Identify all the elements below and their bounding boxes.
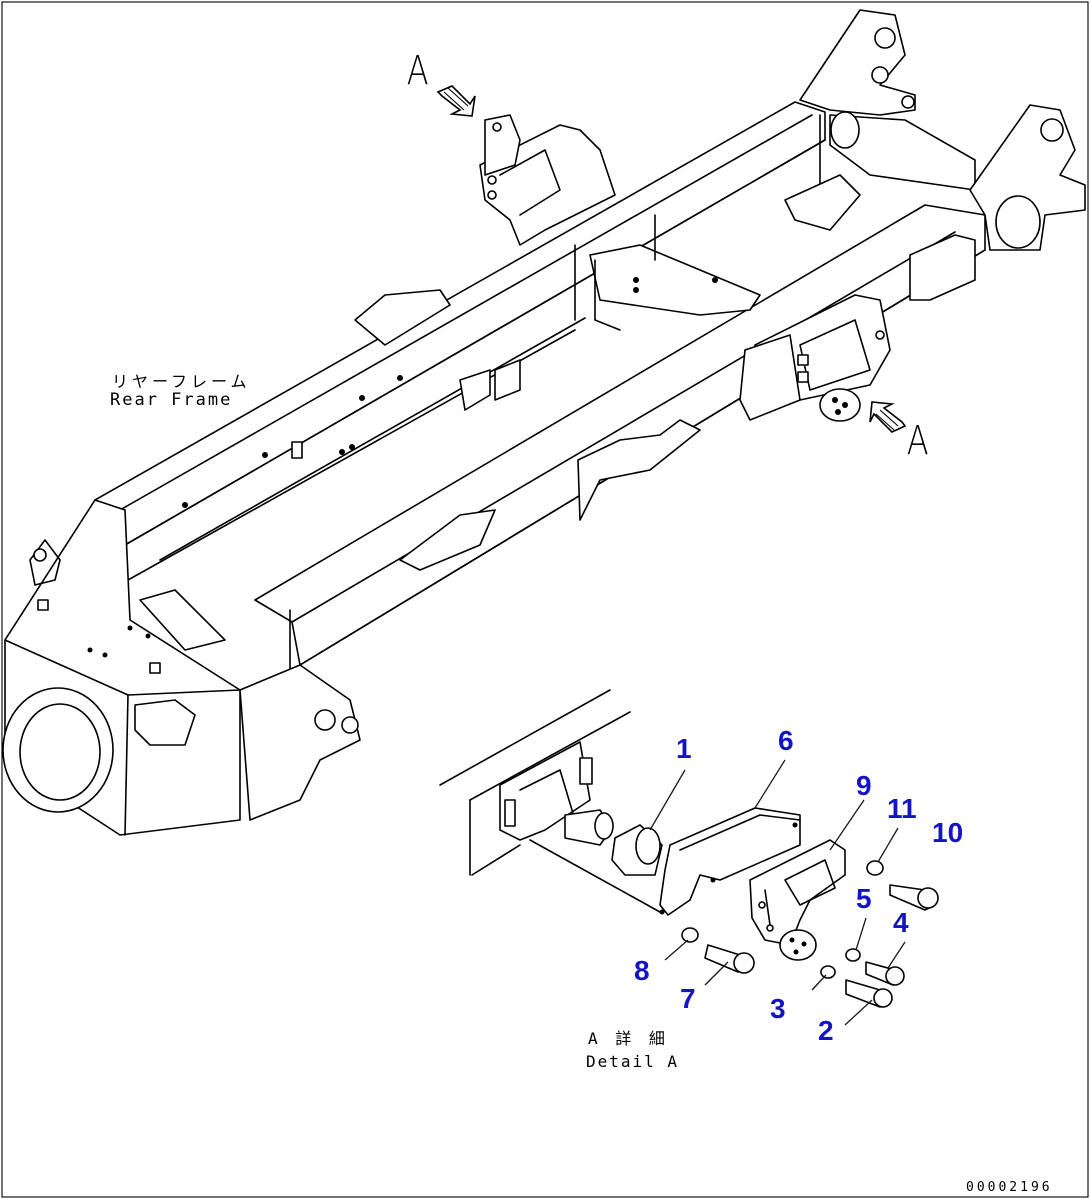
callout-3: 3 <box>770 993 786 1024</box>
callout-1: 1 <box>676 733 692 764</box>
part-8-washer <box>681 927 699 943</box>
callout-11: 11 <box>887 793 917 824</box>
callout-5: 5 <box>856 883 872 914</box>
frame-label-jp: リヤーフレーム <box>112 372 251 391</box>
callout-7: 7 <box>680 983 696 1014</box>
callout-9: 9 <box>856 770 872 801</box>
callout-10: 10 <box>932 817 964 848</box>
detail-label-en: Detail A <box>586 1052 680 1071</box>
part-5-washer <box>845 948 861 962</box>
view-arrow-right <box>869 401 907 433</box>
rear-hinge-far <box>799 9 916 116</box>
mount-bracket-far <box>479 114 616 246</box>
part-9-mount <box>749 839 846 946</box>
part-3-washer <box>820 965 836 979</box>
frame-label-en: Rear Frame <box>110 390 233 410</box>
axle-bore-inner <box>19 703 101 801</box>
part-9-plate <box>779 929 817 961</box>
part-6-bracket <box>659 807 801 916</box>
mount-plate <box>819 388 861 422</box>
view-arrow-top <box>436 85 476 117</box>
mount-bracket-near <box>739 294 891 422</box>
callout-2: 2 <box>818 1015 834 1046</box>
front-pivot-bracket <box>239 664 361 821</box>
rear-frame-assembly <box>2 9 1086 836</box>
side-pad-mid <box>399 509 496 571</box>
callout-8: 8 <box>634 955 650 986</box>
bracket-mid <box>577 419 701 521</box>
cross-member-center <box>589 244 761 316</box>
leader-lines <box>649 759 906 1026</box>
side-pad-far <box>354 289 451 346</box>
detail-a-view <box>439 689 939 1008</box>
callout-6: 6 <box>778 725 794 756</box>
detail-label-jp: A 詳 細 <box>588 1029 669 1048</box>
document-number: 00002196 <box>966 1180 1053 1195</box>
front-pad <box>134 699 196 746</box>
callout-4: 4 <box>893 907 909 938</box>
part-11-washer <box>866 860 884 876</box>
view-letter-right: A <box>906 418 929 464</box>
bracket-rear-near <box>909 234 976 301</box>
view-letter-top: A <box>406 48 429 94</box>
